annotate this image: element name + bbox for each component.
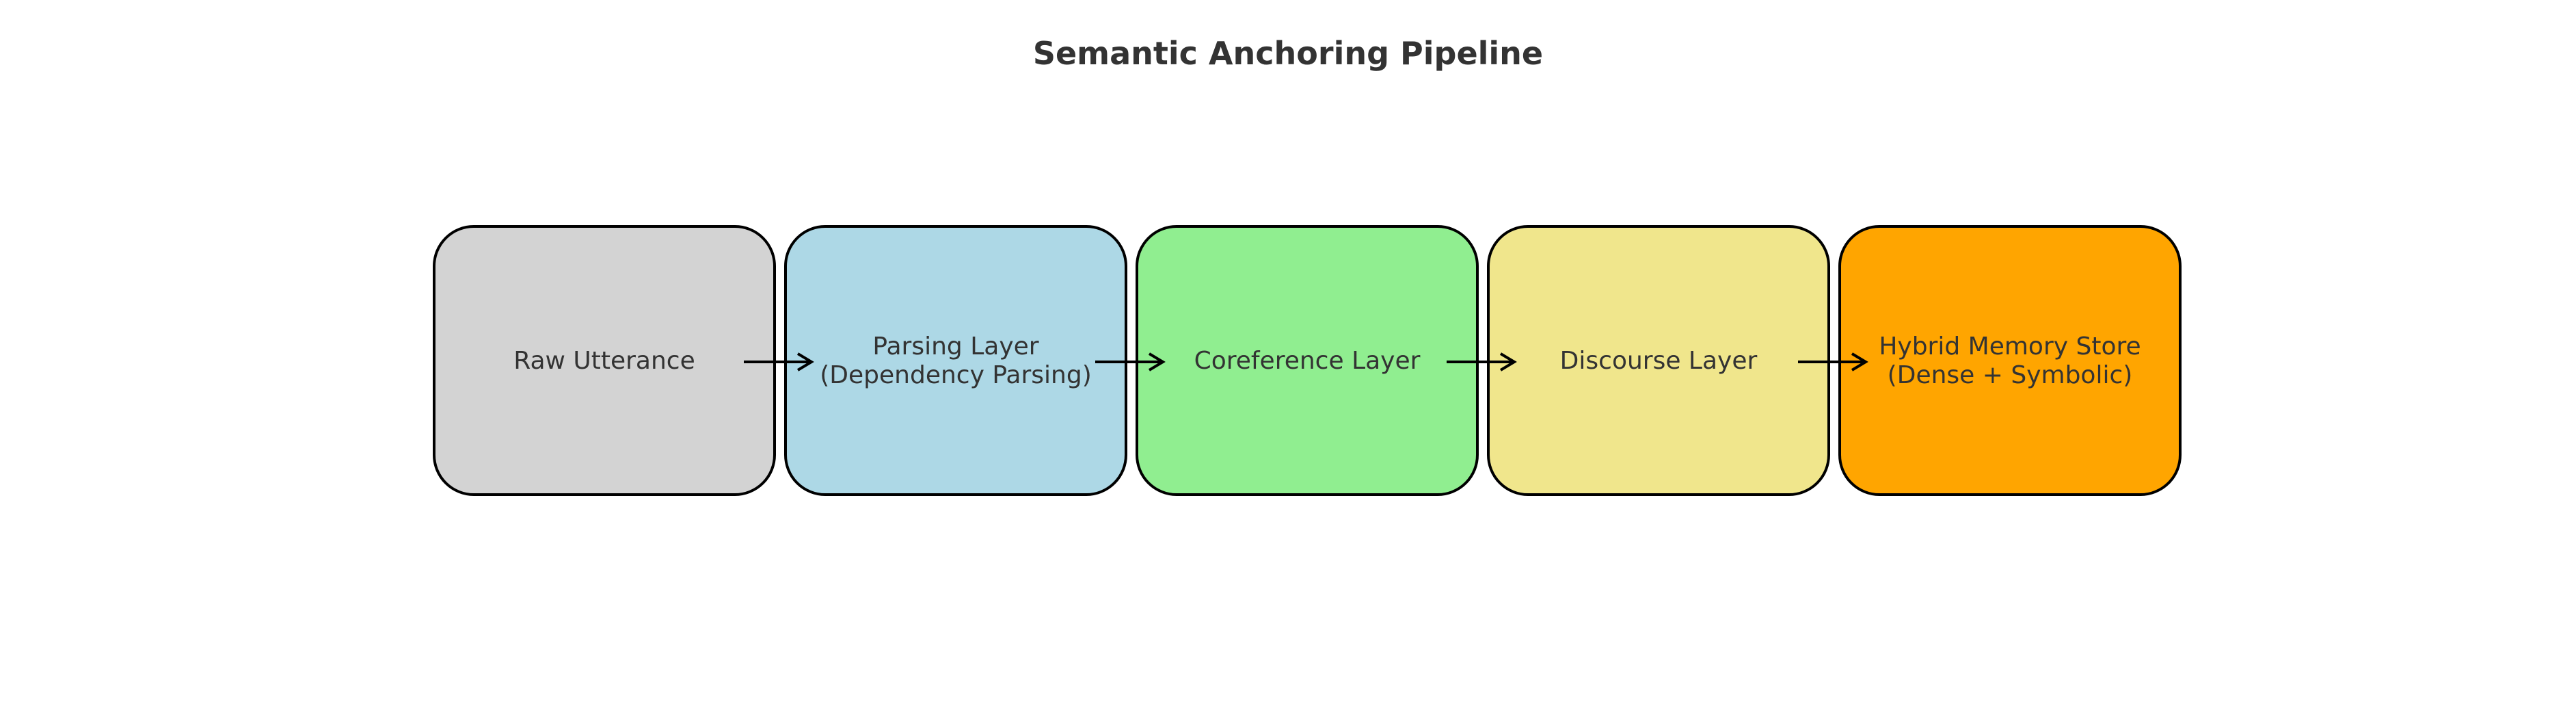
arrowhead-icon [1851,352,1868,371]
node-label-parsing-layer: Parsing Layer(Dependency Parsing) [820,332,1092,389]
pipeline-edges [744,352,1868,371]
node-discourse-layer: Discourse Layer [1487,225,1830,496]
node-parsing-layer: Parsing Layer(Dependency Parsing) [784,225,1127,496]
node-label-line: (Dense + Symbolic) [1888,361,2133,389]
node-label-line: Discourse Layer [1560,347,1758,375]
node-box-hybrid-memory-store [1838,225,2182,496]
node-label-line: Coreference Layer [1194,347,1421,375]
node-raw-utterance: Raw Utterance [433,225,776,496]
node-label-line: (Dependency Parsing) [820,361,1092,389]
node-label-hybrid-memory-store: Hybrid Memory Store(Dense + Symbolic) [1879,332,2141,389]
edge-raw-utterance-to-parsing-layer [744,352,814,371]
diagram-title: Semantic Anchoring Pipeline [1032,35,1544,72]
pipeline-nodes: Raw Utterance Parsing Layer(Dependency Pa… [433,225,2182,496]
node-coreference-layer: Coreference Layer [1136,225,1479,496]
node-hybrid-memory-store: Hybrid Memory Store(Dense + Symbolic) [1838,225,2182,496]
node-label-line: Raw Utterance [513,347,695,375]
arrowhead-icon [796,352,814,371]
node-label-discourse-layer: Discourse Layer [1560,347,1758,375]
edge-parsing-layer-to-coreference-layer [1095,352,1166,371]
node-box-parsing-layer [784,225,1127,496]
node-label-line: Parsing Layer [872,332,1038,361]
node-label-raw-utterance: Raw Utterance [513,347,695,375]
arrowhead-icon [1499,352,1517,371]
edge-coreference-layer-to-discourse-layer [1447,352,1517,371]
arrowhead-icon [1148,352,1166,371]
edge-discourse-layer-to-hybrid-memory-store [1798,352,1868,371]
node-label-coreference-layer: Coreference Layer [1194,347,1421,375]
node-label-line: Hybrid Memory Store [1879,332,2141,361]
